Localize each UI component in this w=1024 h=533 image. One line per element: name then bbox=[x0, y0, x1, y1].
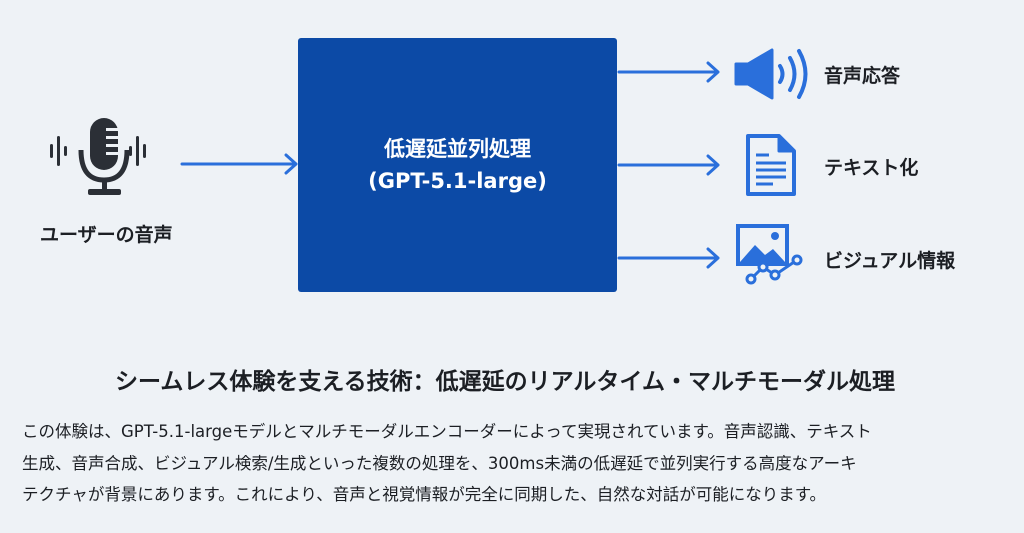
paragraph-line: 生成、音声合成、ビジュアル検索/生成といった複数の処理を、300ms未満の低遅延… bbox=[22, 453, 857, 473]
arrow-audio bbox=[617, 61, 720, 83]
description-paragraph: この体験は、GPT-5.1-largeモデルとマルチモーダルエンコーダーによって… bbox=[22, 416, 872, 511]
arrow-text bbox=[617, 154, 720, 176]
flow-arrows bbox=[180, 61, 720, 269]
document-icon bbox=[746, 134, 796, 196]
input-label: ユーザーの音声 bbox=[40, 224, 173, 246]
output-label-text: テキスト化 bbox=[824, 157, 919, 179]
section-heading: シームレス体験を支える技術：低遅延のリアルタイム・マルチモーダル処理 bbox=[115, 369, 895, 395]
speaker-icon bbox=[734, 48, 808, 100]
output-label-audio: 音声応答 bbox=[824, 65, 901, 87]
arrow-visual bbox=[617, 247, 720, 269]
output-label-visual: ビジュアル情報 bbox=[824, 250, 956, 272]
paragraph-line: この体験は、GPT-5.1-largeモデルとマルチモーダルエンコーダーによって… bbox=[22, 422, 872, 441]
image-graph-icon bbox=[736, 224, 803, 285]
arrow-input bbox=[180, 153, 298, 175]
processor-title: 低遅延並列処理 bbox=[384, 137, 531, 161]
processing-box: 低遅延並列処理 (GPT-5.1-large) bbox=[298, 38, 617, 292]
paragraph-line: テクチャが背景にあります。これにより、音声と視覚情報が完全に同期した、自然な対話… bbox=[22, 485, 827, 504]
processor-model: (GPT-5.1-large) bbox=[368, 169, 547, 193]
microphone-icon bbox=[50, 118, 146, 195]
